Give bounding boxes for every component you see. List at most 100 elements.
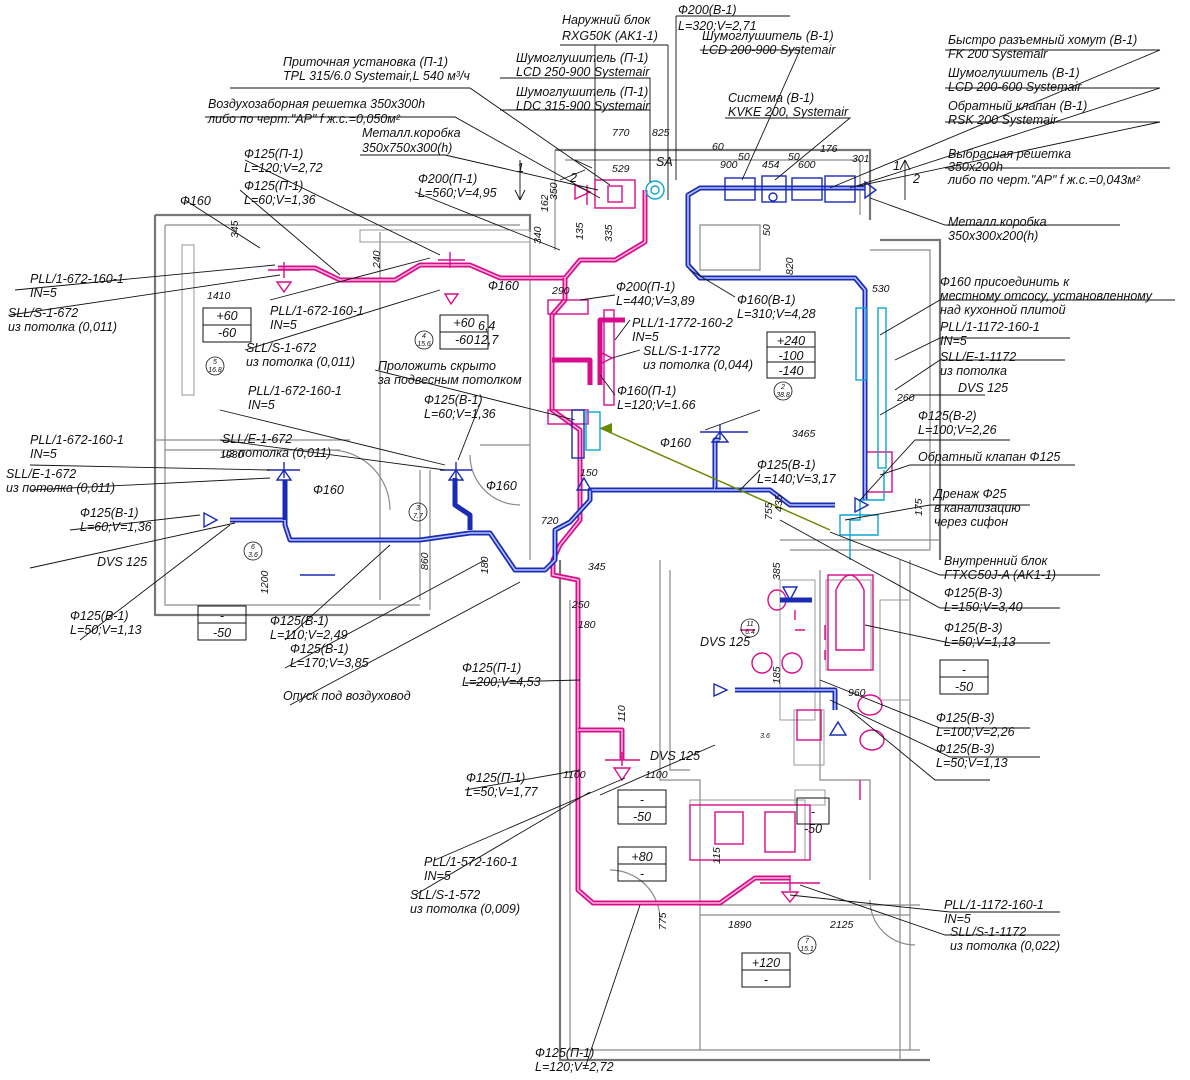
note-sll-e-1172-line-1: SLL/E-1-1172 — [940, 350, 1016, 364]
room-tag-r4-line-1: 6 — [251, 544, 255, 551]
note-d125-p1-b-line-1: Ф125(П-1) — [244, 179, 303, 193]
dim-435: 435 — [773, 494, 785, 512]
dim-1200: 1200 — [259, 570, 271, 594]
note-d125-p1-b-line-2: L=60;V=1,36 — [244, 193, 316, 207]
dim-770: 770 — [612, 127, 630, 139]
note-check-valve-125-line-1: Обратный клапан Ф125 — [918, 450, 1060, 464]
pressure-box-b3-value-1: +240 — [777, 334, 805, 348]
room-tag-r7-line-1: 7 — [805, 938, 810, 945]
dim-820: 820 — [784, 257, 796, 275]
note-d125-b2-line-1: Ф125(В-2) — [918, 409, 977, 423]
note-d125-b3-d-line-2: L=50;V=1,13 — [936, 756, 1008, 770]
section-markers — [514, 159, 911, 201]
dim-60: 60 — [712, 141, 724, 153]
note-pll-1772-line-1: PLL/1-1772-160-2 — [632, 316, 733, 330]
room-tag-r7-line-2: 15.1 — [800, 946, 814, 953]
note-sll-s-672-left-line-2: из потолка (0,011) — [8, 320, 117, 334]
pressure-boxes — [197, 307, 989, 988]
dim-50b: 50 — [738, 151, 750, 163]
note-indoor-unit-line-2: FTXG50J-A (AK1-1) — [944, 568, 1056, 582]
note-d125-b1-110-line-2: L=110;V=2,49 — [270, 628, 348, 642]
label-phi160-c: Ф160 — [313, 483, 344, 497]
label-mark-1a: 1 — [517, 161, 524, 175]
dim-176: 176 — [820, 143, 838, 155]
dim-530: 530 — [872, 283, 890, 295]
dim-2125: 2125 — [829, 919, 854, 931]
note-system-b1-line-2: KVKE 200, Systemair — [728, 105, 849, 119]
note-duct-top-b1-line-2: L=320;V=2,71 — [678, 19, 757, 33]
note-pll-672-mid-line-2: IN=5 — [248, 398, 275, 412]
note-supply-unit-line-1: Приточная установка (П-1) — [283, 55, 448, 69]
dim-240: 240 — [371, 250, 383, 269]
label-phi160-b: Ф160 — [488, 279, 519, 293]
pressure-box-b5-value-1: - — [640, 793, 644, 807]
note-pll-1-572-line-2: IN=5 — [424, 869, 451, 883]
pressure-box-b9-value-2: - — [764, 973, 768, 987]
note-intake-box-line-1: Металл.коробка — [362, 126, 461, 140]
note-muffler-p1a-line-2: LCD 250-900 Systemair — [516, 65, 650, 79]
architecture-walls — [153, 148, 942, 1062]
dim-115: 115 — [711, 847, 723, 864]
note-d160-b1-line-1: Ф160(В-1) — [737, 293, 796, 307]
note-sll-s-1772-line-2: из потолка (0,044) — [643, 358, 753, 372]
label-phi160-d: Ф160 — [486, 479, 517, 493]
dim-250: 250 — [571, 599, 590, 611]
note-d125-b1-110-line-1: Ф125(В-1) — [270, 614, 329, 628]
dim-335: 335 — [603, 224, 615, 242]
note-dvs-left-line-1: DVS 125 — [97, 555, 147, 569]
note-pll-1772-line-2: IN=5 — [632, 330, 659, 344]
dim-960: 960 — [848, 687, 866, 699]
note-muffler-b1a-line-2: LCD 200-900 Systemair — [702, 43, 836, 57]
note-system-b1-line-1: Система (В-1) — [728, 91, 814, 105]
note-d125-b3-b-line-1: Ф125(В-3) — [944, 621, 1003, 635]
note-d125-b1-170-line-1: Ф125(В-1) — [290, 642, 349, 656]
drain-line — [585, 411, 831, 531]
dim-900a: 900 — [720, 159, 738, 171]
note-d160-b1-line-2: L=310;V=4,28 — [737, 307, 816, 321]
note-exhaust-box-line-1: Металл.коробка — [948, 215, 1047, 229]
dim-180: 180 — [479, 556, 491, 574]
note-check-valve-b1-line-2: RSK 200 Systemair — [948, 113, 1058, 127]
note-pll-672-top-line-2: IN=5 — [30, 286, 57, 300]
dim-345b: 345 — [588, 561, 606, 573]
label-phi160-a: Ф160 — [180, 194, 211, 208]
note-d125-b1-60b-line-1: Ф125(В-1) — [424, 393, 483, 407]
dim-1410: 1410 — [207, 290, 231, 302]
note-sll-s-672-mid-line-2: из потолка (0,011) — [246, 355, 355, 369]
pressure-box-b8-value-1: - — [811, 805, 815, 819]
note-pll-1-1172-line-2: IN=5 — [940, 334, 967, 348]
note-exhaust-box-line-2: 350х300х200(h) — [948, 229, 1038, 243]
note-d125-b3-c-line-2: L=100;V=2,26 — [936, 725, 1015, 739]
note-d200-p1-top-line-2: L=560;V=4,95 — [418, 186, 497, 200]
note-muffler-b1b-line-1: Шумоглушитель (В-1) — [948, 66, 1080, 80]
dim-175: 175 — [913, 498, 925, 516]
label-mark-2b: 2 — [912, 172, 920, 186]
dim-720: 720 — [541, 515, 559, 527]
dim-860: 860 — [419, 552, 431, 570]
note-muffler-b1a-line-1: Шумоглушитель (В-1) — [702, 29, 834, 43]
note-d125-b2-line-2: L=100;V=2,26 — [918, 423, 997, 437]
note-sll-s-572-line-1: SLL/S-1-572 — [410, 888, 480, 902]
room-tag-r1-line-1: 5 — [213, 359, 217, 366]
note-sll-e-672-left-line-1: SLL/E-1-672 — [6, 467, 76, 481]
note-d125-p1-mid-line-2: L=200;V=4,53 — [462, 675, 541, 689]
exhaust-grilles — [203, 425, 870, 736]
note-d125-p1-small-line-2: L=50;V=1,77 — [466, 785, 539, 799]
note-d200-p1-mid-line-2: L=440;V=3,89 — [616, 294, 695, 308]
note-intake-box-line-2: 350х750х300(h) — [362, 141, 452, 155]
dim-755: 755 — [763, 502, 775, 520]
note-sll-e-1172-line-2: из потолка — [940, 364, 1007, 378]
note-clamp-b1-line-2: FK 200 Systemair — [948, 47, 1048, 61]
note-pll-672-left-line-1: PLL/1-672-160-1 — [30, 433, 124, 447]
dim-600: 600 — [798, 159, 816, 171]
note-d125-b1-60b-line-2: L=60;V=1,36 — [424, 407, 496, 421]
note-sll-s-672-left-line-1: SLL/S-1-672 — [8, 306, 78, 320]
room-tag-r2-line-1: 4 — [422, 333, 426, 340]
dim-162: 162 — [539, 194, 551, 212]
dim-345: 345 — [229, 220, 241, 238]
note-exhaust-grille-line-3: либо по черт."АР" f ж.с.=0,043м² — [947, 173, 1141, 187]
pressure-box-b7-value-1: +80 — [631, 850, 652, 864]
note-pll-672-top-line-1: PLL/1-672-160-1 — [30, 272, 124, 286]
dim-1100b: 1100 — [645, 769, 668, 781]
